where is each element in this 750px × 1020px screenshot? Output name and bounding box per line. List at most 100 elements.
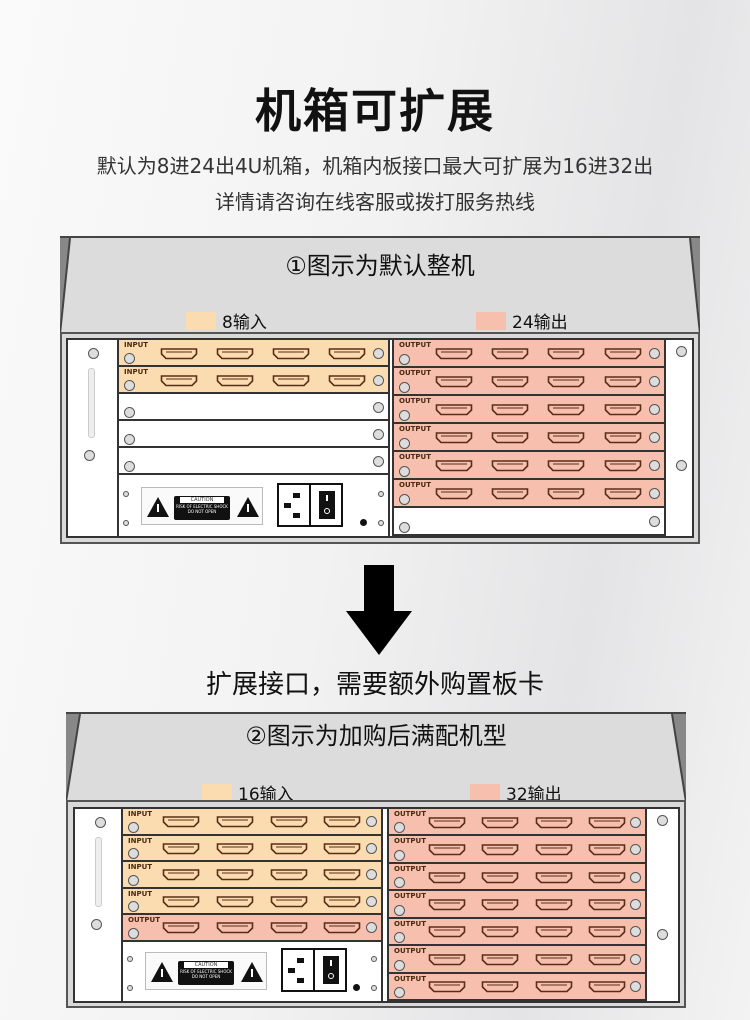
- screw-icon: [394, 959, 405, 971]
- warning-triangle-icon: [147, 497, 169, 517]
- card-label: OUTPUT: [394, 864, 426, 873]
- input-card: INPUT: [123, 888, 381, 915]
- screw-icon: [366, 842, 377, 854]
- output-card: OUTPUT: [389, 809, 645, 837]
- screw-icon: [128, 927, 139, 939]
- hdmi-port-icon: [535, 954, 572, 966]
- legend-input-label: 8输入: [222, 313, 267, 333]
- screw-icon: [649, 348, 660, 359]
- screw-icon: [399, 522, 410, 533]
- hdmi-port-icon: [548, 404, 585, 416]
- hdmi-port-icon: [216, 922, 254, 934]
- hdmi-port-icon: [324, 842, 361, 855]
- output-swatch: [470, 783, 500, 802]
- screw-icon: [394, 986, 405, 998]
- input-card: INPUT: [123, 835, 381, 862]
- screw-icon: [630, 871, 641, 883]
- hdmi-port-icon: [435, 432, 473, 444]
- hdmi-port-icon: [588, 844, 626, 856]
- hdmi-port-icon: [270, 869, 308, 881]
- switch-mark: [326, 495, 328, 501]
- card-label: OUTPUT: [399, 425, 431, 433]
- hdmi-port-icon: [216, 895, 254, 908]
- hdmi-port-icon: [481, 816, 519, 829]
- expansion-note: 扩展接口，需要额外购置板卡: [205, 670, 544, 700]
- screw-icon: [649, 432, 660, 443]
- hdmi-port-icon: [428, 926, 466, 938]
- output-card: OUTPUT: [394, 424, 664, 452]
- hdmi-port-icon: [535, 816, 572, 829]
- screw-icon: [373, 455, 384, 467]
- ear-screw-icon: [676, 460, 687, 471]
- screw-icon: [649, 488, 660, 499]
- subtitle-line-2: 详情请咨询在线客服或拨打服务热线: [215, 190, 535, 214]
- screw-icon: [394, 822, 405, 834]
- hdmi-port-icon: [535, 844, 572, 856]
- hdmi-port-icon: [216, 347, 254, 359]
- power-socket-icon: [277, 483, 343, 527]
- screw-icon: [394, 849, 405, 861]
- hdmi-port-icon: [481, 954, 519, 966]
- hdmi-port-icon: [324, 869, 361, 881]
- screw-icon: [124, 434, 135, 445]
- card-label: OUTPUT: [394, 810, 426, 818]
- screw-icon: [366, 869, 377, 881]
- hdmi-port-icon: [428, 871, 466, 883]
- hdmi-port-icon: [328, 347, 366, 359]
- power-socket-icon: [281, 948, 347, 992]
- output-card: OUTPUT: [389, 863, 645, 892]
- output-card: OUTPUT: [394, 396, 664, 424]
- hdmi-port-icon: [428, 844, 466, 856]
- hdmi-port-icon: [324, 816, 361, 828]
- card-label: INPUT: [124, 341, 149, 349]
- hdmi-port-icon: [481, 899, 519, 911]
- hdmi-port-icon: [548, 376, 585, 388]
- hdmi-port-icon: [535, 926, 572, 938]
- hdmi-port-icon: [481, 981, 519, 993]
- card-label: OUTPUT: [394, 974, 426, 983]
- hdmi-port-icon: [162, 816, 200, 828]
- hdmi-port-icon: [428, 899, 466, 911]
- jack-icon: [353, 984, 360, 991]
- card-label: INPUT: [128, 863, 153, 871]
- screw-icon: [127, 985, 133, 991]
- hdmi-port-icon: [324, 922, 361, 934]
- hdmi-port-icon: [491, 432, 529, 444]
- hdmi-port-icon: [588, 816, 626, 829]
- screw-icon: [373, 428, 384, 440]
- screw-icon: [399, 354, 410, 365]
- screw-icon: [399, 438, 410, 449]
- caution-title: CAUTION: [180, 497, 224, 503]
- legend-output-label: 24输出: [512, 313, 568, 333]
- switch-mark: [324, 508, 330, 514]
- caution-line-1: RISK OF ELECTRIC SHOCK: [180, 969, 232, 974]
- hdmi-port-icon: [216, 374, 254, 386]
- card-label: INPUT: [128, 836, 153, 845]
- ear-screw-icon: [88, 348, 99, 359]
- screw-icon: [649, 404, 660, 415]
- ear-screw-icon: [657, 929, 668, 940]
- screw-icon: [399, 494, 410, 505]
- card-label: OUTPUT: [399, 397, 431, 405]
- screw-icon: [378, 520, 384, 526]
- hdmi-port-icon: [435, 348, 473, 360]
- hdmi-port-icon: [491, 488, 529, 500]
- socket-pin: [297, 978, 304, 983]
- card-label: OUTPUT: [394, 919, 426, 928]
- hdmi-port-icon: [324, 895, 361, 908]
- output-card: OUTPUT: [389, 918, 645, 947]
- hdmi-port-icon: [162, 922, 200, 934]
- socket-pin: [293, 513, 300, 518]
- card-label: OUTPUT: [394, 892, 426, 901]
- card-label: INPUT: [124, 368, 149, 376]
- hdmi-port-icon: [491, 404, 529, 416]
- hdmi-port-icon: [548, 432, 585, 444]
- screw-icon: [366, 816, 377, 828]
- subtitle-line-1: 默认为8进24出4U机箱，机箱内板接口最大可扩展为16进32出: [96, 154, 654, 178]
- page-title: 机箱可扩展: [255, 84, 495, 138]
